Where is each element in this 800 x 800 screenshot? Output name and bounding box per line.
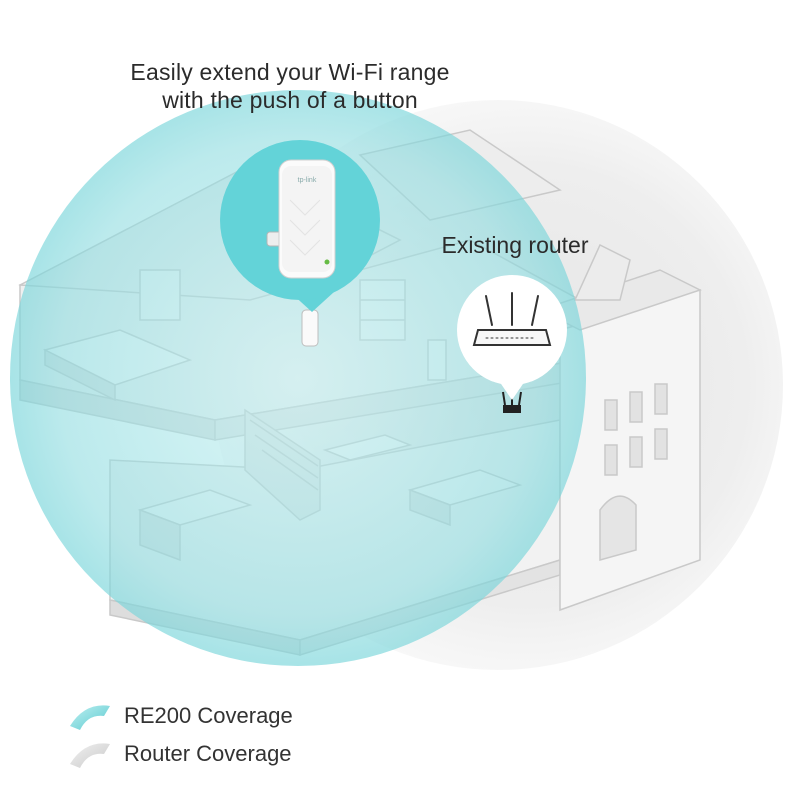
re200-extender-icon: tp-link — [266, 159, 336, 279]
router-coverage-arc-icon — [70, 743, 110, 768]
legend-item-router: Router Coverage — [66, 738, 292, 770]
headline-line-1: Easily extend your Wi-Fi range — [130, 59, 450, 85]
re200-coverage-arc-icon — [70, 705, 110, 730]
extender-callout: tp-link — [220, 140, 380, 312]
extender-brand-logo: tp-link — [298, 177, 317, 184]
legend-item-re200: RE200 Coverage — [66, 700, 293, 732]
router-icon — [472, 292, 552, 346]
existing-router-label: Existing router — [441, 232, 589, 258]
extender-on-wall — [301, 309, 319, 347]
legend-label-router: Router Coverage — [124, 741, 292, 766]
legend-label-re200: RE200 Coverage — [124, 703, 293, 728]
router-callout — [457, 275, 567, 400]
re200-coverage-area — [10, 90, 586, 666]
headline-line-2: with the push of a button — [162, 87, 418, 113]
